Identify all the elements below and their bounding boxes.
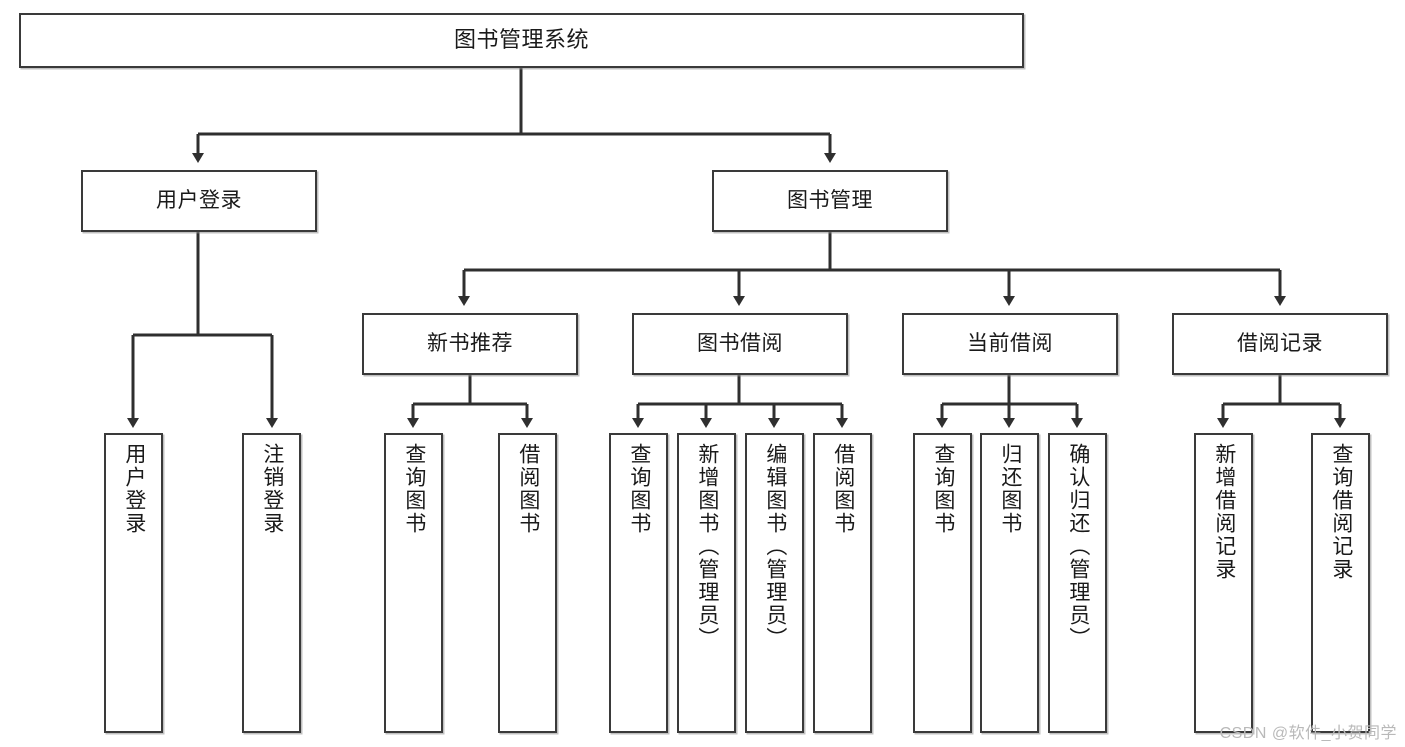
- node-borrow-record[interactable]: 借阅记录: [1172, 313, 1388, 375]
- leaf-borrow-record-add-record[interactable]: 新增借阅记录: [1194, 433, 1253, 733]
- leaf-book-borrow-add-book[interactable]: 新增图书（管理员）: [677, 433, 736, 733]
- node-book-management[interactable]: 图书管理: [712, 170, 948, 232]
- leaf-user-login-login[interactable]: 用户登录: [104, 433, 163, 733]
- node-label: 归还图书: [998, 443, 1022, 535]
- node-label: 查询借阅记录: [1329, 443, 1353, 581]
- node-label: 确认归还（管理员）: [1066, 443, 1090, 650]
- node-label: 查询图书: [627, 443, 651, 535]
- node-label: 用户登录: [122, 443, 146, 535]
- leaf-current-borrow-confirm-return[interactable]: 确认归还（管理员）: [1048, 433, 1107, 733]
- node-new-book-recommend[interactable]: 新书推荐: [362, 313, 578, 375]
- node-label: 图书借阅: [697, 332, 783, 356]
- node-user-login[interactable]: 用户登录: [81, 170, 317, 232]
- node-label: 借阅图书: [516, 443, 540, 535]
- node-root-book-management-system[interactable]: 图书管理系统: [19, 13, 1024, 68]
- node-label: 新增借阅记录: [1212, 443, 1236, 581]
- node-label: 图书管理: [787, 189, 873, 213]
- node-label: 图书管理系统: [453, 27, 589, 53]
- node-label: 借阅图书: [831, 443, 855, 535]
- leaf-current-borrow-return-book[interactable]: 归还图书: [980, 433, 1039, 733]
- leaf-current-borrow-query-book[interactable]: 查询图书: [913, 433, 972, 733]
- node-label: 新书推荐: [427, 332, 513, 356]
- leaf-book-borrow-query-book[interactable]: 查询图书: [609, 433, 668, 733]
- node-label: 当前借阅: [967, 332, 1053, 356]
- node-label: 新增图书（管理员）: [695, 443, 719, 650]
- node-label: 查询图书: [402, 443, 426, 535]
- leaf-new-book-query-book[interactable]: 查询图书: [384, 433, 443, 733]
- node-label: 用户登录: [156, 189, 242, 213]
- leaf-user-login-logout[interactable]: 注销登录: [242, 433, 301, 733]
- node-label: 借阅记录: [1237, 332, 1323, 356]
- leaf-book-borrow-edit-book[interactable]: 编辑图书（管理员）: [745, 433, 804, 733]
- node-label: 编辑图书（管理员）: [763, 443, 787, 650]
- leaf-new-book-borrow-book[interactable]: 借阅图书: [498, 433, 557, 733]
- leaf-borrow-record-query-record[interactable]: 查询借阅记录: [1311, 433, 1370, 733]
- node-label: 查询图书: [931, 443, 955, 535]
- node-book-borrow[interactable]: 图书借阅: [632, 313, 848, 375]
- leaf-book-borrow-borrow-book[interactable]: 借阅图书: [813, 433, 872, 733]
- node-current-borrow[interactable]: 当前借阅: [902, 313, 1118, 375]
- node-label: 注销登录: [260, 443, 284, 535]
